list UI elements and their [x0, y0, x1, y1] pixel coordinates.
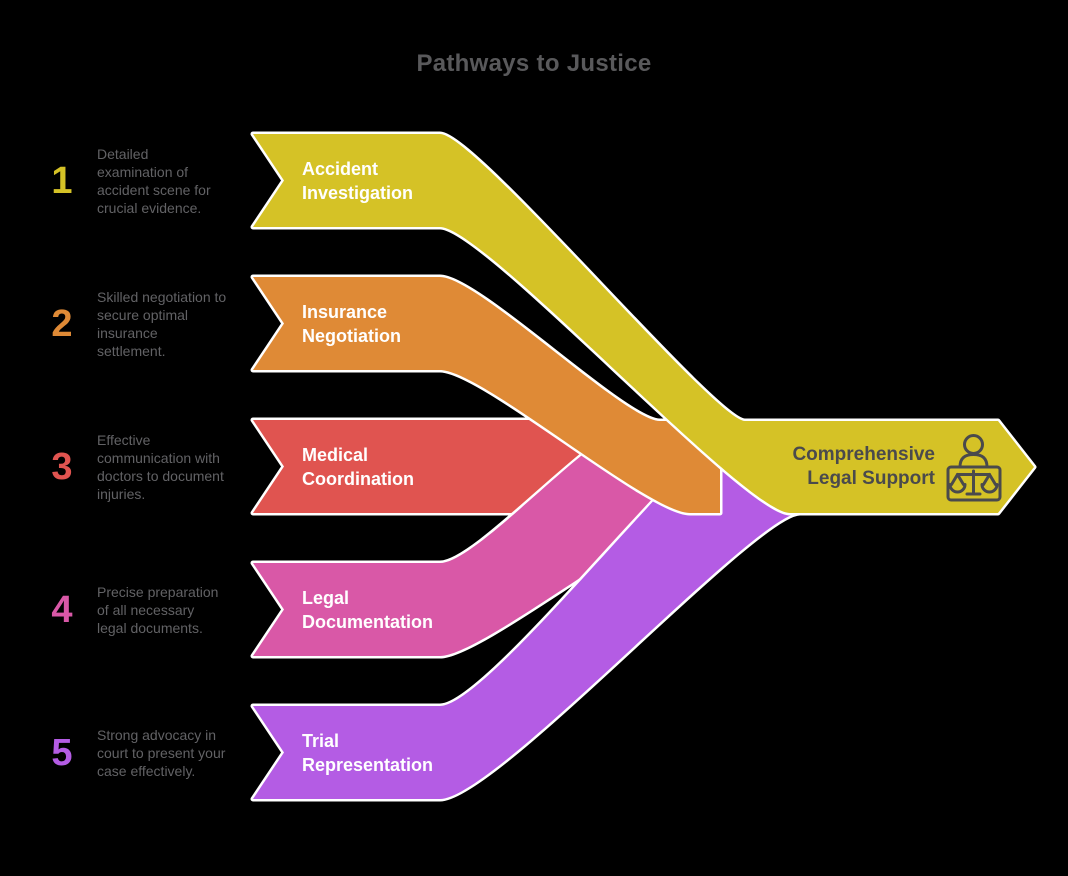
step-description-2: Skilled negotiation to secure optimal in…: [97, 289, 227, 359]
step-label-accident-investigation: Accident Investigation: [302, 159, 414, 203]
step-number-5: 5: [51, 732, 73, 774]
step-number-4: 4: [51, 589, 73, 631]
page-title: Pathways to Justice: [416, 50, 652, 77]
step-label-legal-documentation: Legal Documentation: [302, 588, 434, 632]
ribbon-insurance-negotiation: [250, 274, 723, 516]
step-label-insurance-negotiation: Insurance Negotiation: [302, 302, 401, 346]
step-description-4: Precise preparation of all necessary leg…: [97, 584, 219, 636]
step-number-3: 3: [51, 446, 73, 488]
icon-table-frame: [946, 465, 1002, 502]
step-description-5: Strong advocacy in court to present your…: [97, 727, 226, 779]
icon-scales-pole: [965, 469, 982, 496]
step-label-trial-representation: Trial Representation: [302, 731, 434, 775]
step-label-medical-coordination: Medical Coordination: [302, 445, 414, 489]
ribbon-accident-investigation-and-result-arrow: [250, 131, 1037, 516]
step-number-1: 1: [51, 160, 73, 202]
icon-scales-left-pan: [948, 473, 967, 494]
icon-scales-right-pan: [980, 473, 999, 494]
step-description-3: Effective communication with doctors to …: [97, 432, 224, 502]
person-with-scales-of-justice-icon: [946, 434, 1002, 502]
result-label: Comprehensive Legal Support: [792, 444, 935, 489]
step-number-2: 2: [51, 303, 73, 345]
icon-head: [963, 434, 984, 455]
icon-torso: [958, 453, 989, 469]
step-description-1: Detailed examination of accident scene f…: [97, 146, 211, 216]
